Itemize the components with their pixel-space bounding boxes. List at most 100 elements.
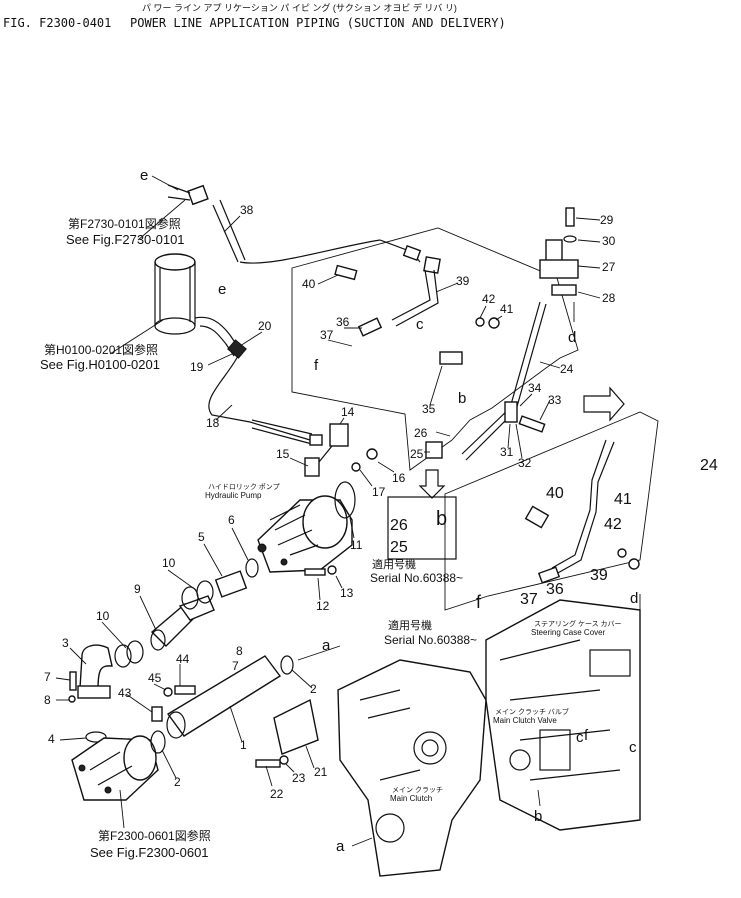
- callout-22: 22: [270, 787, 284, 801]
- fitting-14: [304, 423, 349, 477]
- connection-a: a: [322, 637, 331, 654]
- connection-c: c: [576, 729, 584, 746]
- callout-10: 10: [162, 556, 176, 570]
- callout-2: 2: [310, 682, 317, 696]
- connection-f: f: [584, 727, 589, 744]
- callout-45: 45: [148, 671, 162, 685]
- title-kana: パ ワー ライン アプ リケーション パ イピ ング (サクション オヨビ デ …: [142, 2, 457, 13]
- callout-40: 40: [546, 485, 564, 502]
- arrow-right-icon: [583, 386, 625, 422]
- o-ring-6: [245, 558, 259, 578]
- washer-17: [351, 462, 361, 472]
- callout-numbers: 1 2 2 3 4 5 6 7 7 8 8 9 10 10 11 12 13 1…: [44, 203, 616, 801]
- serial-label-jp-1: 適用号機: [372, 557, 416, 571]
- callout-17: 17: [372, 485, 386, 499]
- washer-23: [279, 755, 289, 765]
- callout-36: 36: [336, 315, 350, 329]
- callout-29: 29: [600, 213, 614, 227]
- callout-1: 1: [240, 738, 247, 752]
- ref-h0100-jp: 第H0100-0201図参照: [44, 342, 158, 357]
- connection-letters: a a b b b c c c d d e e f f f: [140, 167, 638, 855]
- callout-25: 25: [390, 539, 408, 556]
- washer-13: [327, 565, 337, 575]
- connection-e: e: [140, 167, 148, 184]
- steering-case-cover-label: Steering Case Cover: [531, 628, 606, 637]
- bolt-44: [174, 685, 196, 695]
- callout-2: 2: [174, 775, 181, 789]
- tube-1: [150, 655, 294, 754]
- callout-39: 39: [456, 274, 470, 288]
- callout-7: 7: [44, 670, 51, 684]
- fitting-35: [439, 351, 463, 365]
- clamp-10: [114, 580, 214, 668]
- elbow-3: [77, 644, 113, 699]
- callout-25: 25: [410, 447, 424, 461]
- connection-b: b: [534, 808, 542, 825]
- callout-41: 41: [500, 302, 514, 316]
- connection-d: d: [568, 329, 576, 346]
- steering-case-cover-jp: ステアリング ケース カバー: [534, 619, 622, 628]
- washer-8: [68, 695, 76, 703]
- callout-31: 31: [500, 445, 514, 459]
- callout-21: 21: [314, 765, 328, 779]
- connection-c: c: [416, 316, 424, 333]
- callout-3: 3: [62, 636, 69, 650]
- serial-inset-box: [387, 496, 457, 560]
- callout-43: 43: [118, 686, 132, 700]
- connection-a: a: [336, 838, 345, 855]
- callout-39: 39: [590, 567, 608, 584]
- connection-b: b: [436, 508, 447, 530]
- bolt-33: [518, 415, 546, 433]
- connection-d: d: [630, 590, 638, 607]
- nut-41: [488, 317, 500, 329]
- washer-30: [563, 235, 577, 243]
- connection-e: e: [218, 281, 226, 298]
- bolt-12: [304, 568, 326, 576]
- figure-number: FIG. F2300-0401: [3, 16, 111, 30]
- callout-37: 37: [320, 328, 334, 342]
- hydraulic-pump-icon: [257, 495, 353, 573]
- ref-f2300-en: See Fig.F2300-0601: [90, 845, 209, 860]
- fitting-36: [357, 317, 383, 337]
- callout-26: 26: [414, 426, 428, 440]
- callout-6: 6: [228, 513, 235, 527]
- callout-5: 5: [198, 530, 205, 544]
- connection-f: f: [476, 592, 482, 612]
- callout-10: 10: [96, 609, 110, 623]
- callout-14: 14: [341, 405, 355, 419]
- callout-40: 40: [302, 277, 316, 291]
- right-inset-pipe: [524, 439, 640, 584]
- callout-32: 32: [518, 456, 532, 470]
- steering-case-icon: [485, 599, 641, 831]
- hydraulic-pump-label: Hydraulic Pump: [205, 491, 262, 500]
- callout-24: 24: [560, 362, 574, 376]
- callout-38: 38: [240, 203, 254, 217]
- suction-hose-9: [150, 595, 215, 651]
- bolt-22: [255, 759, 281, 768]
- clip-28: [551, 284, 577, 296]
- ref-h0100-en: See Fig.H0100-0201: [40, 357, 160, 372]
- callout-19: 19: [190, 360, 204, 374]
- plate-27: [539, 259, 579, 279]
- callout-13: 13: [340, 586, 354, 600]
- block-31: [504, 401, 518, 423]
- callout-42: 42: [482, 292, 496, 306]
- callout-37: 37: [520, 591, 538, 608]
- callout-9: 9: [134, 582, 141, 596]
- bracket-21: [273, 698, 319, 755]
- hydraulic-pump-jp: ハイドロリック ポンプ: [208, 483, 280, 491]
- tank-icon: [154, 253, 196, 335]
- callout-24: 24: [700, 457, 718, 474]
- hose-19-20: [194, 316, 247, 359]
- figure-title: POWER LINE APPLICATION PIPING (SUCTION A…: [130, 16, 506, 30]
- callout-26: 26: [390, 517, 408, 534]
- callout-15: 15: [276, 447, 290, 461]
- nut-43: [151, 706, 163, 722]
- callout-8: 8: [44, 693, 51, 707]
- lower-pump-icon: [71, 735, 159, 801]
- main-clutch-jp: メイン クラッチ: [392, 786, 443, 794]
- callout-16: 16: [392, 471, 406, 485]
- serial-note-lower: Serial No.60388~: [384, 633, 477, 647]
